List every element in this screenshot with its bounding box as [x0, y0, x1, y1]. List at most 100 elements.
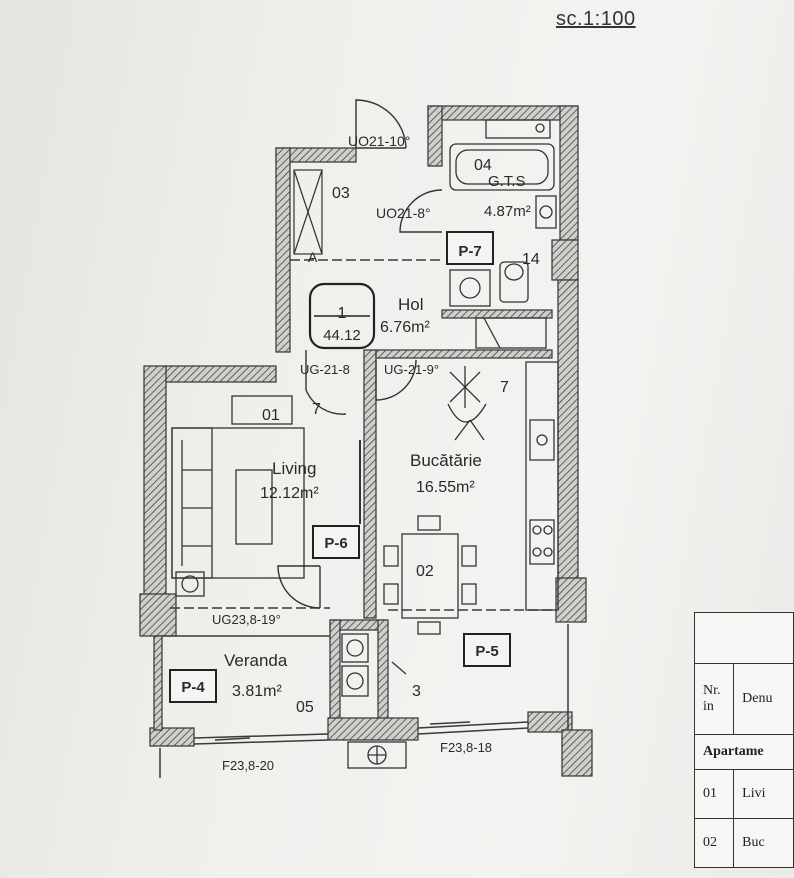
wall-left-column	[139, 593, 177, 637]
room-tags	[169, 231, 511, 703]
tv-stand	[231, 395, 293, 425]
wall-right-upper	[559, 105, 579, 241]
room-id-living: 01	[262, 407, 280, 424]
walls	[139, 105, 593, 777]
rug	[171, 427, 305, 579]
door-label-living: UG-21-8	[300, 362, 350, 377]
shaft-leader-line	[391, 661, 407, 675]
room-name-hall: Hol	[398, 295, 424, 314]
wall-bottom-right-column	[561, 729, 593, 777]
bathtub-inner	[455, 149, 549, 185]
apartment-number: 1	[338, 305, 347, 322]
sofa	[171, 427, 213, 579]
bath-sink-bowl	[539, 205, 553, 219]
bathroom-fixtures	[449, 119, 557, 349]
legend-column-row: Nr. in Denu	[693, 663, 794, 735]
room-area-hall: 6.76m²	[380, 319, 430, 336]
washing-machine-drum	[459, 277, 481, 299]
door-label-entrance: UO21-10°	[348, 133, 410, 149]
sliding-arrow-1	[214, 737, 251, 741]
room-id-kitchen: 02	[416, 563, 434, 580]
washing-machine	[449, 269, 491, 307]
legend-section-row: Apartame	[694, 734, 794, 770]
wall-bath-top	[427, 105, 579, 121]
wall-shaft-left	[329, 619, 341, 721]
glazing-right	[417, 721, 529, 729]
outline-lines	[159, 259, 569, 778]
wall-hall-kitchen	[375, 349, 553, 359]
washer	[341, 665, 369, 697]
kitchen-sink	[529, 419, 555, 461]
marker-14: 14	[522, 251, 540, 268]
room-area-bath: 4.87m²	[484, 203, 531, 220]
apartment-badge	[308, 282, 376, 350]
window-label-right: F23,8-18	[440, 740, 492, 755]
wall-wc-bottom	[441, 309, 553, 319]
scale-label: sc.1:100	[556, 8, 636, 30]
room-area-veranda: 3.81m²	[232, 683, 282, 700]
legend-row-name: Livi	[733, 769, 794, 819]
wardrobe	[293, 169, 323, 255]
room-legend-table: Nr. in Denu Apartame 01 Livi 02 Buc	[693, 612, 794, 868]
bath-sink	[535, 195, 557, 229]
doors	[277, 99, 443, 609]
wall-shaft-right	[377, 619, 389, 721]
door-entrance-swing	[355, 99, 407, 149]
chair-right-1	[461, 545, 477, 567]
room-tag-living: P-6	[324, 535, 347, 552]
chair-left-1	[383, 545, 399, 567]
coffee-table	[235, 469, 273, 545]
legend-row-nr: 02	[693, 818, 735, 868]
chair-bottom	[417, 621, 441, 635]
radiator	[175, 571, 205, 597]
kitchen-counter	[525, 361, 559, 611]
wall-veranda-left	[153, 635, 163, 731]
door-kitchen-swing	[375, 359, 417, 401]
legend-row: 02 Buc	[693, 818, 794, 868]
wall-living-top	[163, 365, 277, 383]
kitchen-sink-drain	[536, 434, 548, 446]
lamp-arm-2	[469, 419, 485, 441]
hob-burner-4	[543, 547, 553, 557]
room-id-veranda: 05	[296, 699, 314, 716]
toilet-bowl	[504, 263, 524, 281]
wall-right-column	[551, 239, 579, 281]
room-id-hall: 03	[332, 185, 350, 202]
tag-box-kitchen	[463, 633, 511, 667]
kitchen-hob	[529, 519, 555, 565]
tag-box-hall	[446, 231, 494, 265]
wall-right-lower	[557, 279, 579, 581]
radiator-dial	[181, 575, 199, 593]
door-living-swing	[305, 350, 347, 415]
hob-burner-3	[532, 547, 542, 557]
sliding-arrow-2	[429, 721, 471, 725]
hob-burner-2	[543, 525, 553, 535]
chair-right-2	[461, 583, 477, 605]
chair-left-2	[383, 583, 399, 605]
room-tag-veranda: P-4	[181, 679, 205, 696]
legend-row: 01 Livi	[693, 769, 794, 819]
ac-unit	[347, 741, 407, 769]
marker-a: A	[308, 249, 318, 265]
legend-row-nr: 01	[693, 769, 735, 819]
legend-section-label: Apartame	[694, 734, 794, 770]
door-label-veranda: UG23,8-19°	[212, 612, 281, 627]
tag-box-living	[312, 525, 360, 559]
bath-shelf	[485, 119, 551, 139]
legend-row-name: Buc	[733, 818, 794, 868]
hall-shelf	[475, 317, 547, 349]
door-label-bath: UO21-8°	[376, 205, 431, 221]
hob-burner-1	[532, 525, 542, 535]
wardrobe-diag-2	[293, 169, 323, 255]
boiler	[341, 633, 369, 663]
room-tag-hall: P-7	[458, 243, 481, 260]
living-furniture	[171, 395, 361, 597]
room-name-bath: G.T.S	[488, 173, 526, 190]
glazing-left	[193, 733, 329, 739]
dining-table	[401, 533, 459, 619]
room-id-bath: 04	[474, 157, 492, 174]
door-bath-swing	[399, 189, 443, 233]
wall-bottom-right	[527, 711, 573, 733]
glazing-right-2	[417, 727, 529, 735]
